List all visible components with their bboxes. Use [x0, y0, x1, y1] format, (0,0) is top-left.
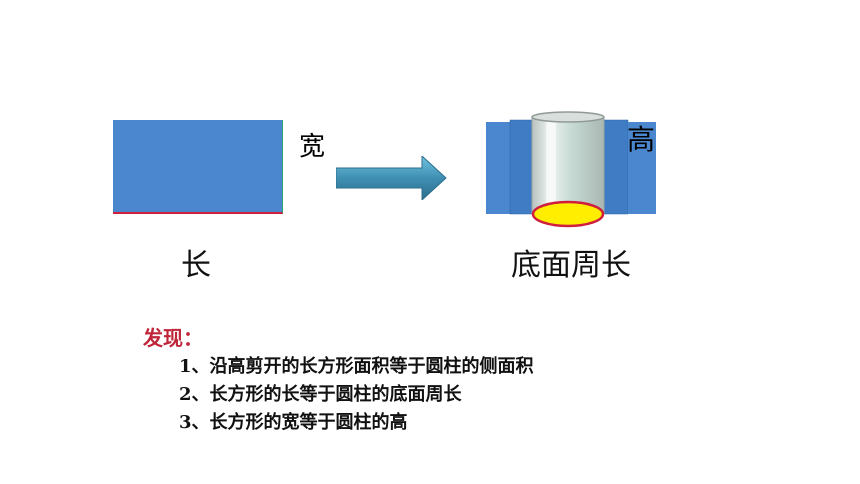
width-label: 宽 [299, 132, 326, 162]
cylinder-base-ellipse [531, 200, 605, 228]
sheet-panel-right-outer [628, 122, 656, 214]
unrolled-rectangle [113, 120, 283, 214]
finding-item: 1、沿高剪开的长方形面积等于圆柱的侧面积 [179, 356, 534, 377]
glass-cylinder-body [531, 117, 605, 215]
sheet-panel-left-inner [509, 119, 535, 215]
findings-section: 发现： 1、沿高剪开的长方形面积等于圆柱的侧面积 2、长方形的长等于圆柱的底面周… [143, 322, 534, 437]
rolled-cylinder-figure [486, 111, 656, 228]
finding-item: 2、长方形的长等于圆柱的底面周长 [179, 384, 462, 405]
height-label: 高 [627, 123, 656, 156]
cylinder-top-rim [531, 111, 605, 123]
base-circumference-label: 底面周长 [511, 248, 631, 283]
finding-item: 3、长方形的宽等于圆柱的高 [179, 412, 408, 433]
transform-arrow [336, 156, 447, 200]
sheet-panel-left-outer [486, 122, 510, 214]
length-label: 长 [181, 248, 211, 283]
findings-title: 发现： [143, 326, 203, 350]
sheet-panel-right-inner [603, 119, 629, 215]
